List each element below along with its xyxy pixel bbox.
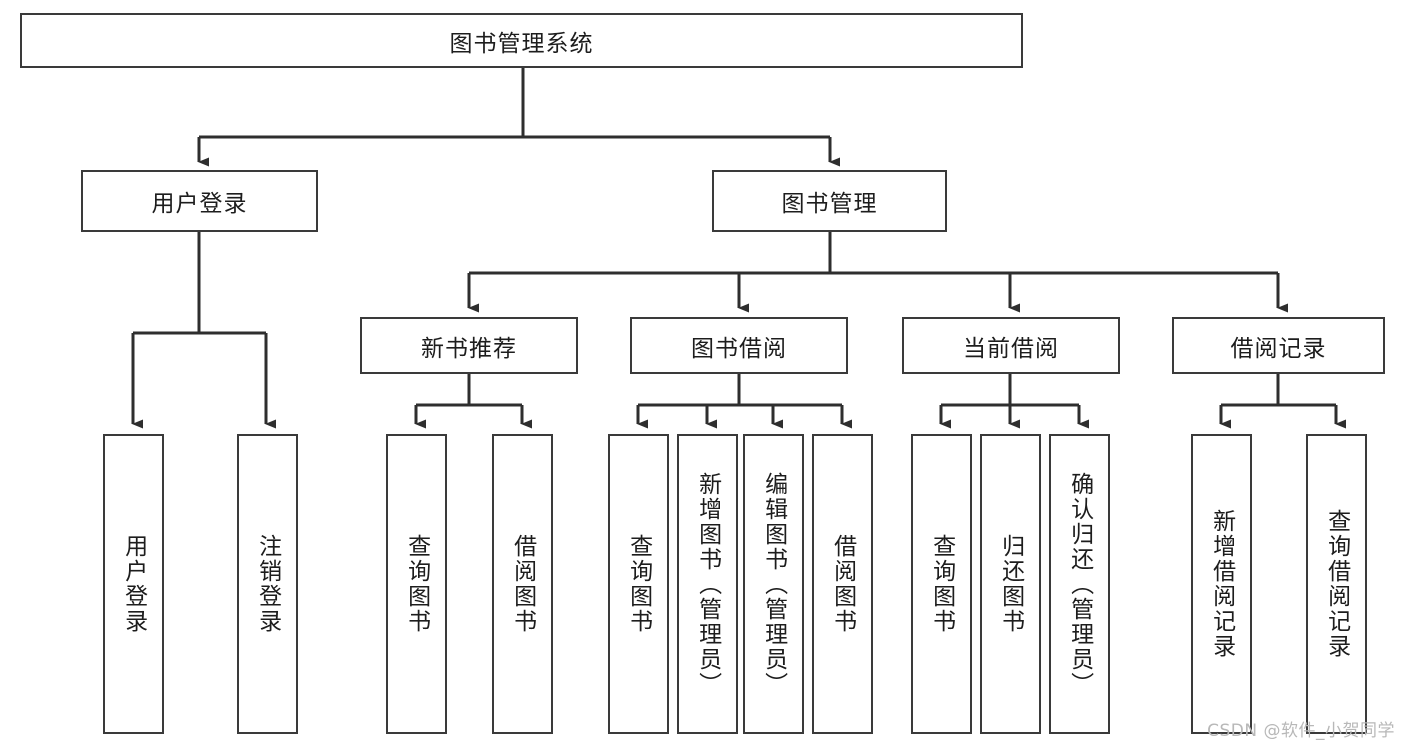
leaf-recommend-query-book[interactable]: 查询图书 xyxy=(386,434,447,734)
leaf-borrow-borrow-book[interactable]: 借阅图书 xyxy=(812,434,873,734)
leaf-current-return-book[interactable]: 归还图书 xyxy=(980,434,1041,734)
node-label: 借阅图书 xyxy=(829,534,856,634)
node-book-management[interactable]: 图书管理 xyxy=(712,170,947,232)
node-label: 图书管理 xyxy=(781,191,878,217)
node-label: 查询图书 xyxy=(625,534,652,634)
leaf-current-query-book[interactable]: 查询图书 xyxy=(911,434,972,734)
node-label: 借阅记录 xyxy=(1230,335,1327,362)
leaf-user-login-logout[interactable]: 注销登录 xyxy=(237,434,298,734)
node-label: 查询图书 xyxy=(403,534,430,634)
node-current-borrow[interactable]: 当前借阅 xyxy=(902,317,1120,374)
leaf-recommend-borrow-book[interactable]: 借阅图书 xyxy=(492,434,553,734)
node-label: 新增借阅记录 xyxy=(1208,509,1235,659)
node-label: 图书管理系统 xyxy=(449,30,594,57)
node-label: 编辑图书（管理员） xyxy=(760,471,787,697)
leaf-borrow-edit-book-admin[interactable]: 编辑图书（管理员） xyxy=(743,434,804,734)
node-label: 图书借阅 xyxy=(691,335,787,362)
leaf-record-add-record[interactable]: 新增借阅记录 xyxy=(1191,434,1252,734)
node-new-book-recommend[interactable]: 新书推荐 xyxy=(360,317,578,374)
node-label: 注销登录 xyxy=(254,534,281,634)
node-user-login[interactable]: 用户登录 xyxy=(81,170,318,232)
leaf-borrow-add-book-admin[interactable]: 新增图书（管理员） xyxy=(677,434,738,734)
node-root-system[interactable]: 图书管理系统 xyxy=(20,13,1023,68)
node-label: 查询图书 xyxy=(928,534,955,634)
node-book-borrow[interactable]: 图书借阅 xyxy=(630,317,848,374)
node-label: 确认归还（管理员） xyxy=(1066,471,1093,697)
node-label: 归还图书 xyxy=(997,534,1024,634)
node-label: 借阅图书 xyxy=(509,534,536,634)
watermark-text: CSDN @软件_小贺同学 xyxy=(1207,721,1395,741)
node-borrow-record[interactable]: 借阅记录 xyxy=(1172,317,1385,374)
leaf-user-login-login[interactable]: 用户登录 xyxy=(103,434,164,734)
leaf-record-query-record[interactable]: 查询借阅记录 xyxy=(1306,434,1367,734)
node-label: 用户登录 xyxy=(151,191,248,217)
node-label: 查询借阅记录 xyxy=(1323,509,1350,659)
node-label: 当前借阅 xyxy=(963,335,1059,362)
node-label: 新书推荐 xyxy=(421,335,517,362)
node-label: 新增图书（管理员） xyxy=(694,471,721,697)
leaf-current-confirm-return-admin[interactable]: 确认归还（管理员） xyxy=(1049,434,1110,734)
leaf-borrow-query-book[interactable]: 查询图书 xyxy=(608,434,669,734)
node-label: 用户登录 xyxy=(120,534,147,634)
